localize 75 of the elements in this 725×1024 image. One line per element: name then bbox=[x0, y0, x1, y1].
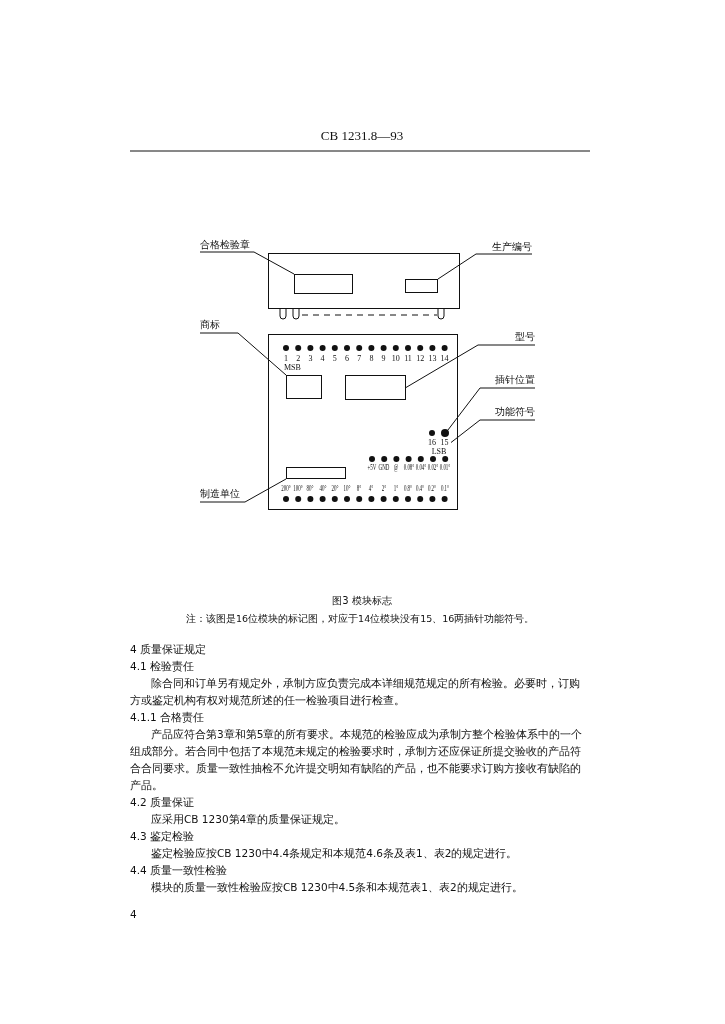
pin-number: 2 bbox=[295, 354, 302, 363]
callout-label: 插针位置 bbox=[478, 373, 535, 388]
leader-line bbox=[450, 419, 536, 443]
housing-outline bbox=[268, 253, 460, 309]
page-number: 4 bbox=[130, 907, 138, 922]
signal-label: @ bbox=[393, 463, 400, 472]
signal-label: 0.8° bbox=[402, 484, 414, 493]
signal-label: 80° bbox=[305, 484, 315, 493]
leader-line bbox=[199, 332, 287, 376]
signal-label: 20° bbox=[330, 484, 340, 493]
pin-label: MSB bbox=[284, 363, 302, 372]
paragraph: 应采用CB 1230第4章的质量保证规定。 bbox=[150, 812, 347, 827]
document-number: CB 1231.8—93 bbox=[319, 128, 405, 144]
paragraph: 产品应符合第3章和第5章的所有要求。本规范的检验应成为承制方整个检验体系中的一个组成部分。若合同中包括了本规范未规定的检验要求时，承制方还应保证所提交验收的产品符合合同要求。质量一致性抽检不允许提交明知有缺陷的产品，也不能要求订购方接收有缺陷的产品。 bbox=[130, 727, 584, 793]
callout-label: 制造单位 bbox=[200, 487, 252, 502]
callout-label: 商标 bbox=[200, 318, 240, 333]
pin-number: 6 bbox=[344, 354, 350, 363]
paragraph: 模块的质量一致性检验应按CB 1230中4.5条和本规范表1、表2的规定进行。 bbox=[150, 880, 524, 895]
signal-label: 0.4° bbox=[415, 484, 426, 493]
callout-label: 功能符号 bbox=[478, 405, 535, 420]
signal-label: 0.1° bbox=[439, 484, 450, 493]
callout-label: 型号 bbox=[478, 330, 535, 345]
section-heading: 4.4 质量一致性检验 bbox=[130, 863, 229, 878]
signal-label: 0.02° bbox=[426, 463, 440, 472]
signal-label: 2° bbox=[380, 484, 387, 493]
signal-label: 0.01° bbox=[439, 463, 452, 472]
pin-number: 11 bbox=[403, 354, 413, 363]
label-field-box bbox=[285, 374, 322, 399]
pin-number: 4 bbox=[319, 354, 326, 363]
label-field-box bbox=[344, 374, 406, 400]
pin-number: 1 bbox=[283, 354, 289, 363]
pin-number: 3 bbox=[307, 354, 314, 363]
label-field-box bbox=[285, 466, 346, 479]
signal-label: GND bbox=[378, 463, 391, 472]
pin-number: 13 bbox=[427, 354, 438, 363]
pin-number: 8 bbox=[368, 354, 375, 363]
section-heading: 4.2 质量保证 bbox=[130, 795, 196, 810]
pin-label: LSB bbox=[430, 447, 448, 456]
pin-number: 5 bbox=[331, 354, 338, 363]
leader-line bbox=[437, 253, 533, 280]
section-heading: 4.1.1 合格责任 bbox=[130, 710, 206, 725]
leader-line bbox=[405, 344, 536, 388]
signal-label: 0.04° bbox=[414, 463, 427, 472]
leader-line bbox=[199, 478, 287, 503]
module-board bbox=[268, 334, 458, 510]
section-heading: 4 质量保证规定 bbox=[130, 642, 208, 657]
leader-line bbox=[447, 387, 536, 431]
signal-label: 8° bbox=[355, 484, 363, 493]
signal-label: +5V bbox=[366, 463, 378, 472]
figure-caption: 图3 模块标志 bbox=[331, 594, 393, 608]
paragraph: 除合同和订单另有规定外，承制方应负责完成本详细规范规定的所有检验。必要时，订购方或鉴定机构有权对规范所述的任一检验项目进行检查。 bbox=[130, 676, 581, 708]
pin-number: 16 bbox=[427, 438, 437, 447]
callout-label: 生产编号 bbox=[476, 240, 532, 254]
signal-label: 200° bbox=[280, 484, 292, 493]
signal-label: 0.2° bbox=[427, 484, 438, 493]
paragraph: 鉴定检验应按CB 1230中4.4条规定和本规范4.6条及表1、表2的规定进行。 bbox=[150, 846, 519, 861]
signal-label: 40° bbox=[318, 484, 328, 493]
pin-number: 7 bbox=[356, 354, 363, 363]
section-heading: 4.3 鉴定检验 bbox=[130, 829, 196, 844]
pin-number: 14 bbox=[439, 354, 450, 363]
signal-label: 0.08° bbox=[402, 463, 415, 472]
signal-label: 1° bbox=[392, 484, 399, 493]
signal-label: 4° bbox=[368, 484, 375, 493]
section-heading: 4.1 检验责任 bbox=[130, 659, 196, 674]
label-field-box bbox=[293, 273, 353, 294]
pin-dot bbox=[440, 428, 449, 437]
pin-number: 9 bbox=[380, 354, 387, 363]
label-field-box bbox=[404, 278, 438, 293]
leader-line bbox=[199, 251, 295, 275]
pin-number: 10 bbox=[390, 354, 401, 363]
signal-label: 10° bbox=[342, 484, 352, 493]
figure-note: 注：该图是16位模块的标记图，对应于14位模块没有15、16两插针功能符号。 bbox=[186, 612, 536, 626]
pin-number: 15 bbox=[438, 437, 451, 447]
pin-number: 12 bbox=[415, 354, 426, 363]
callout-label: 合格检验章 bbox=[200, 238, 252, 252]
